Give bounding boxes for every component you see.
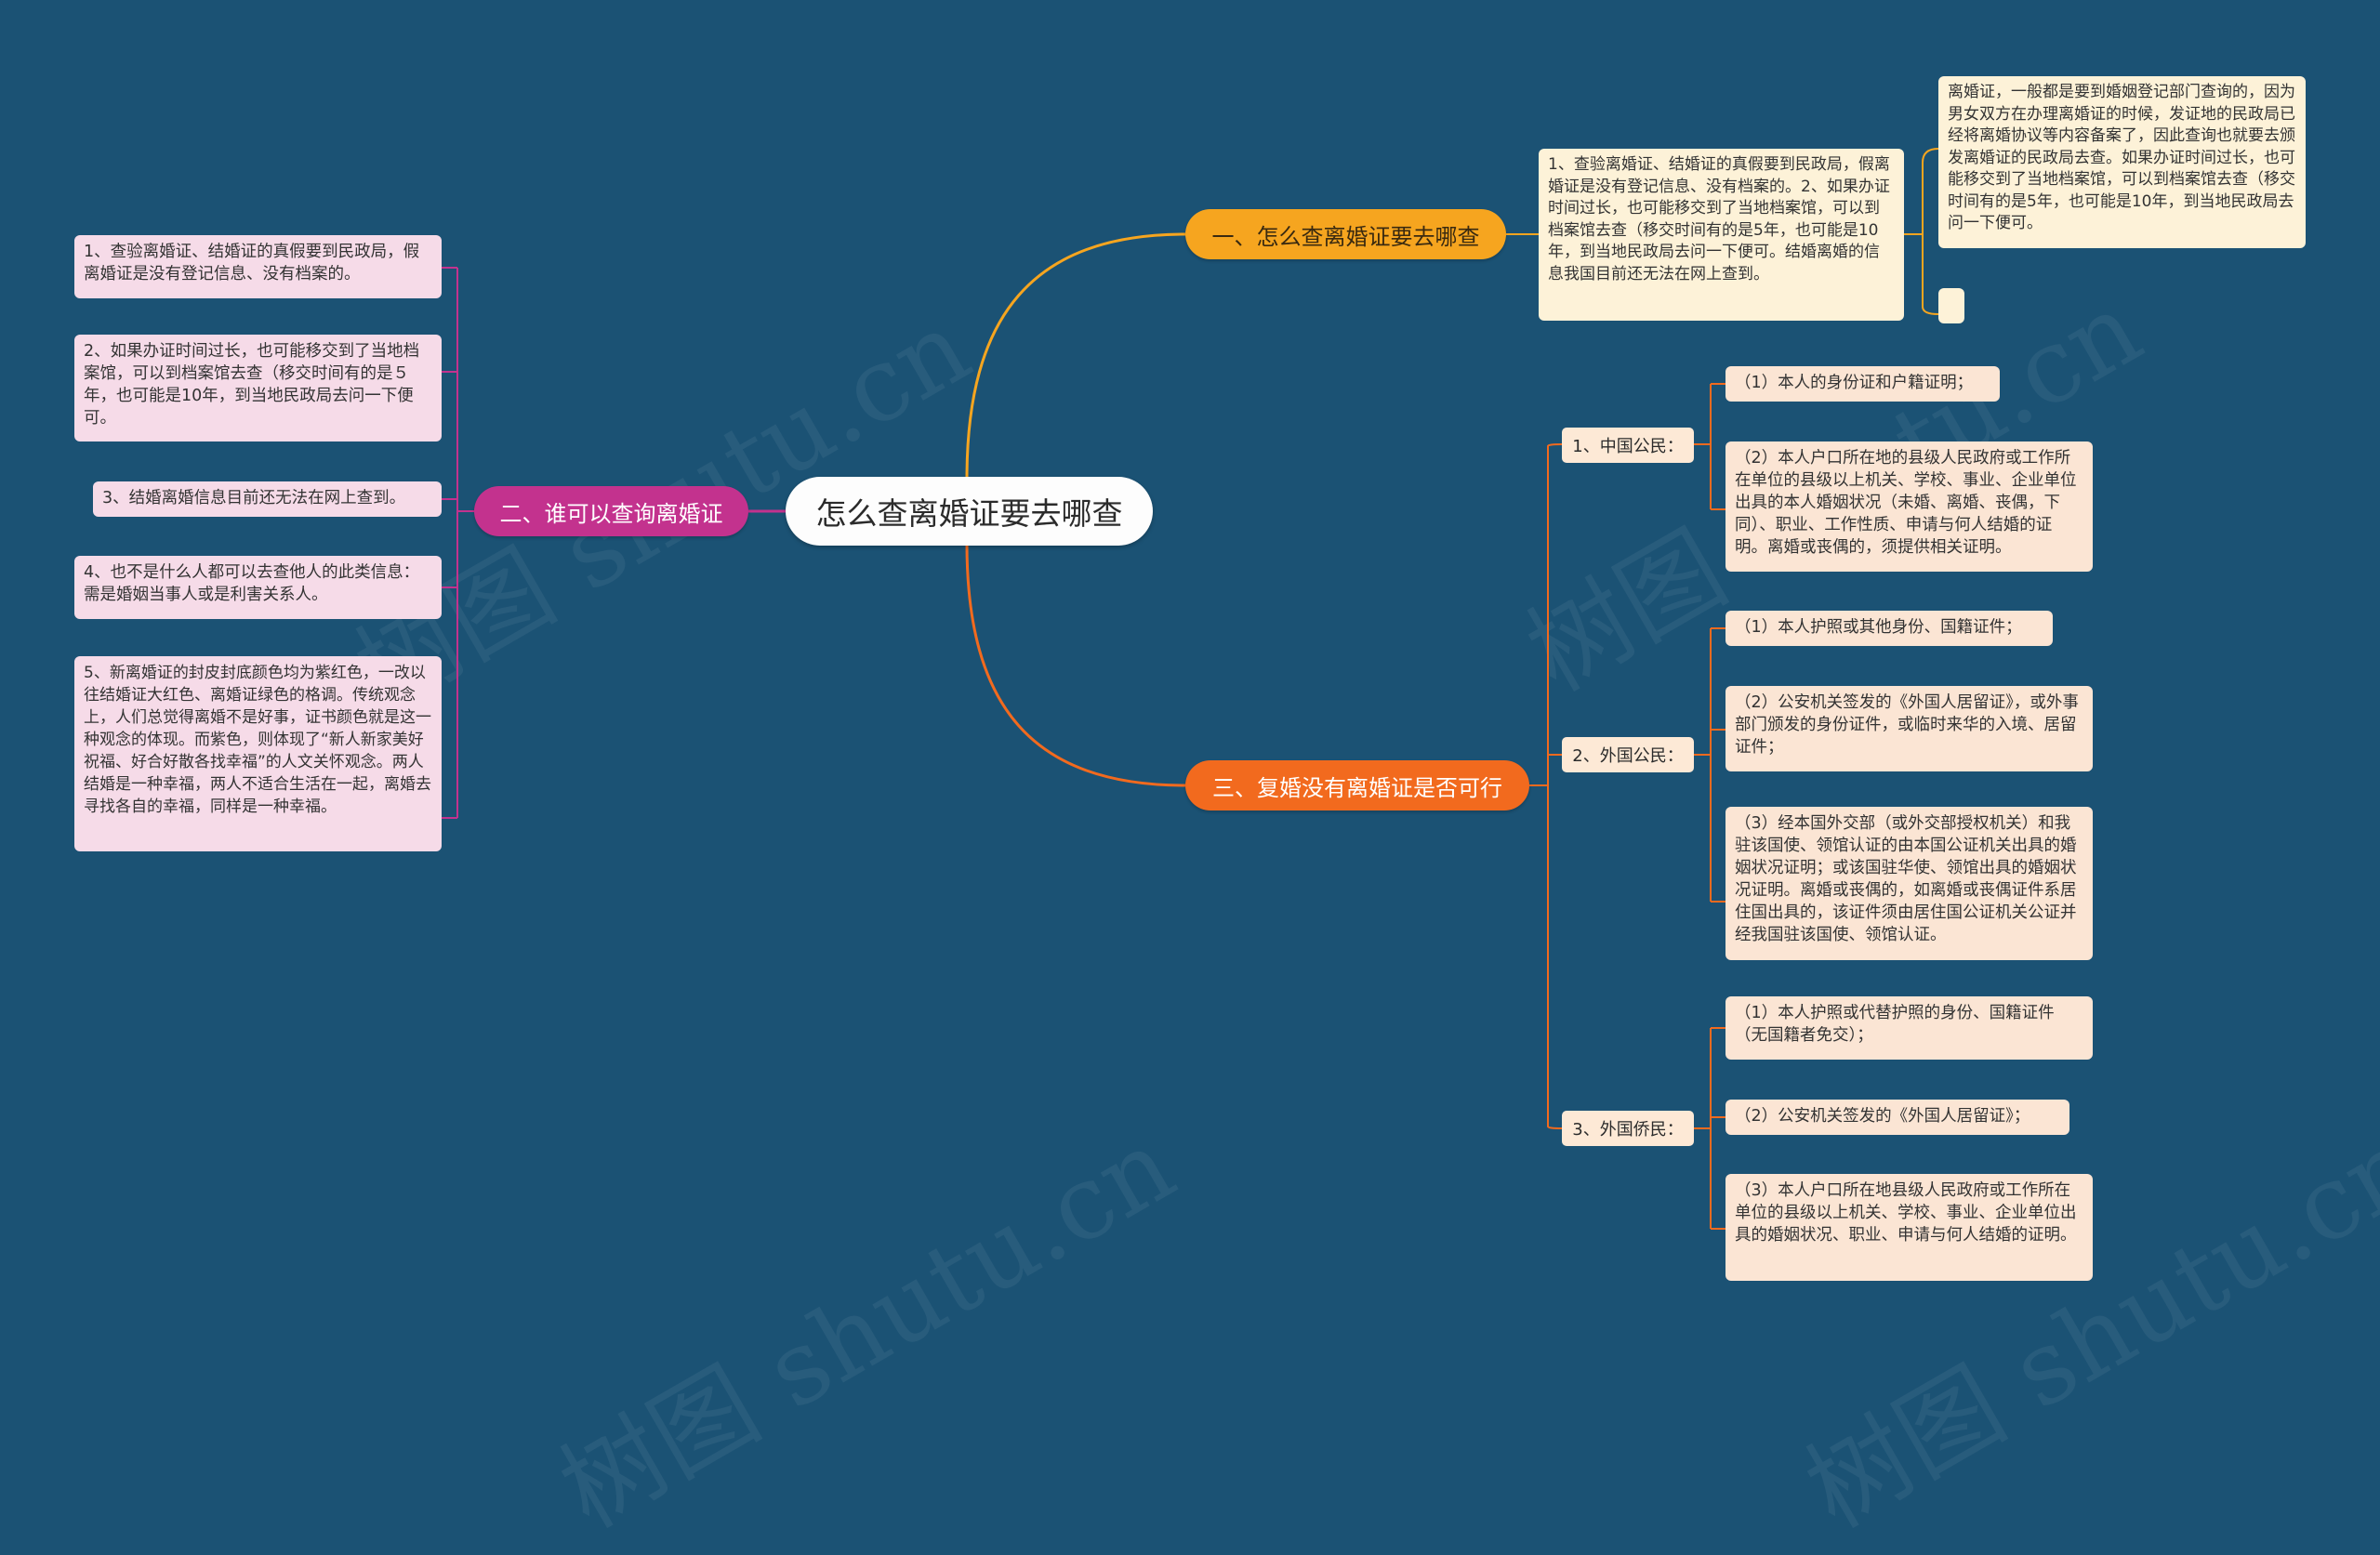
leaf-who-4[interactable]: 4、也不是什么人都可以去查他人的此类信息：需是婚姻当事人或是利害关系人。	[74, 556, 442, 619]
connector-branch2-leaves	[442, 267, 474, 819]
connector-root-branch3	[965, 543, 1186, 787]
item-cn-2[interactable]: （2）本人户口所在地的县级人民政府或工作所在单位的县级以上机关、学校、事业、企业…	[1726, 441, 2093, 572]
root-topic[interactable]: 怎么查离婚证要去哪查	[786, 477, 1153, 546]
leaf-who-2[interactable]: 2、如果办证时间过长，也可能移交到了当地档案馆，可以到档案馆去查（移交时间有的是…	[74, 335, 442, 441]
leaf-who-1[interactable]: 1、查验离婚证、结婚证的真假要到民政局，假离婚证是没有登记信息、没有档案的。	[74, 235, 442, 298]
leaf-check-explanation[interactable]: 离婚证，一般都是要到婚姻登记部门查询的，因为男女双方在办理离婚证的时候，发证地的…	[1938, 76, 2306, 248]
group-foreign-citizen[interactable]: 2、外国公民：	[1562, 737, 1694, 772]
item-fc-1[interactable]: （1）本人护照或其他身份、国籍证件；	[1726, 611, 2053, 646]
connector-lines	[442, 148, 1939, 1230]
item-cn-1[interactable]: （1）本人的身份证和户籍证明；	[1726, 366, 2000, 402]
leaf-who-3[interactable]: 3、结婚离婚信息目前还无法在网上查到。	[93, 481, 442, 517]
leaf-empty-note[interactable]	[1938, 288, 1964, 323]
mind-map-canvas: 树图 shutu.cn 树图 shutu.cn 树图 shutu.cn 树图 s…	[74, 76, 2380, 1550]
connector-root-branch1	[965, 232, 1186, 480]
item-fr-2[interactable]: （2）公安机关签发的《外国人居留证》；	[1726, 1100, 2069, 1135]
leaf-check-method[interactable]: 1、查验离婚证、结婚证的真假要到民政局，假离婚证是没有登记信息、没有档案的。2、…	[1539, 149, 1904, 321]
connector-group3-items	[1694, 1027, 1726, 1230]
branch-remarriage[interactable]: 三、复婚没有离婚证是否可行	[1185, 760, 1529, 810]
item-fr-1[interactable]: （1）本人护照或代替护照的身份、国籍证件（无国籍者免交）；	[1726, 996, 2093, 1060]
item-fc-3[interactable]: （3）经本国外交部（或外交部授权机关）和我驻该国使、领馆认证的由本国公证机关出具…	[1726, 807, 2093, 960]
connector-leaf-extra	[1904, 148, 1939, 315]
connector-group2-items	[1694, 627, 1726, 903]
branch-who-can-query[interactable]: 二、谁可以查询离婚证	[474, 486, 748, 536]
item-fr-3[interactable]: （3）本人户口所在地县级人民政府或工作所在单位的县级以上机关、学校、事业、企业单…	[1726, 1174, 2093, 1281]
group-foreign-resident[interactable]: 3、外国侨民：	[1562, 1111, 1694, 1146]
leaf-who-5[interactable]: 5、新离婚证的封皮封底颜色均为紫红色，一改以往结婚证大红色、离婚证绿色的格调。传…	[74, 656, 442, 851]
item-fc-2[interactable]: （2）公安机关签发的《外国人居留证》，或外事部门颁发的身份证件，或临时来华的入境…	[1726, 686, 2093, 771]
connector-group1-items	[1694, 383, 1726, 510]
connector-branch3-groups	[1529, 443, 1563, 1129]
group-chinese-citizen[interactable]: 1、中国公民：	[1562, 428, 1694, 463]
branch-how-to-check[interactable]: 一、怎么查离婚证要去哪查	[1185, 209, 1506, 259]
